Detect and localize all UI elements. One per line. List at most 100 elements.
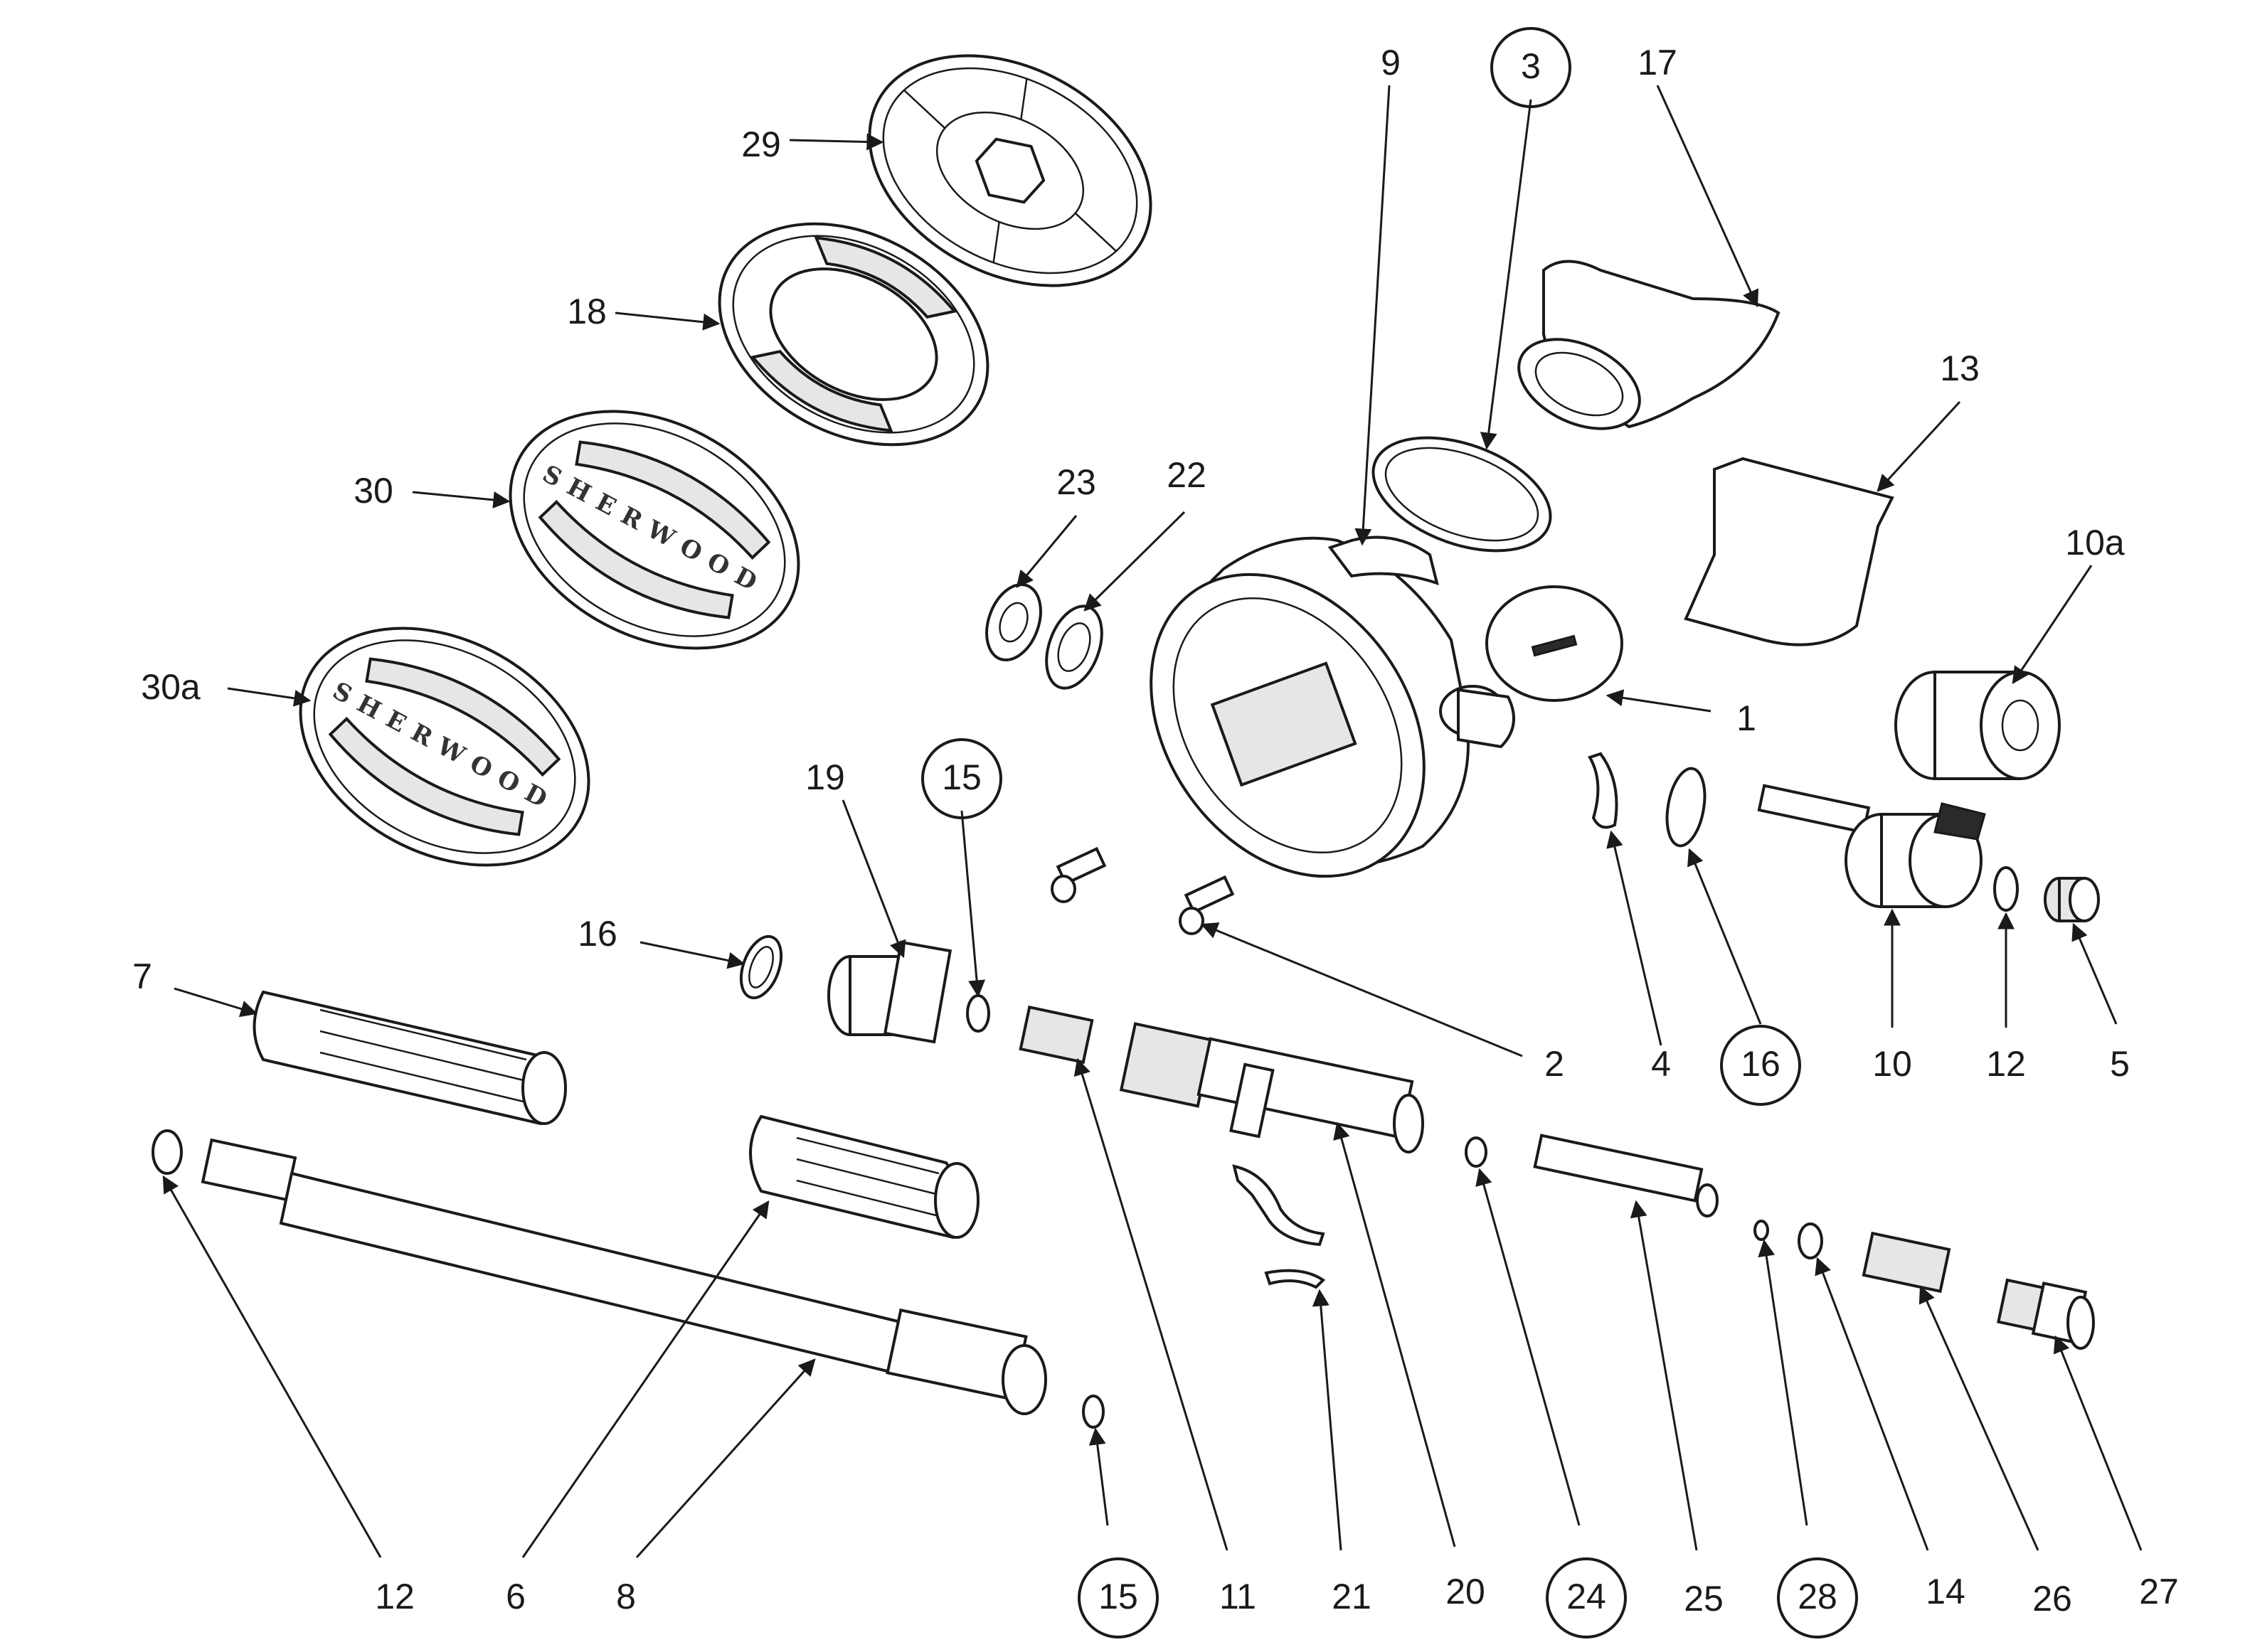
callout-28: 28 — [1777, 1557, 1858, 1638]
callout-19: 19 — [805, 757, 845, 797]
callout-label: 15 — [942, 757, 982, 797]
callout-5: 5 — [2110, 1044, 2130, 1084]
part-15-ring-lower — [1082, 1395, 1105, 1429]
part-19-sleeve — [827, 940, 952, 1044]
callout-label: 2 — [1544, 1044, 1564, 1084]
part-drawings: SHERWOOD SHERWOOD — [152, 54, 2100, 1429]
callout-label: 1 — [1736, 698, 1756, 738]
part-2-screw — [1051, 846, 1235, 935]
callout-label: 20 — [1445, 1572, 1485, 1611]
callout-label: 11 — [1219, 1577, 1256, 1616]
callout-label: 12 — [375, 1577, 415, 1616]
callout-label: 26 — [2032, 1579, 2072, 1619]
callout-1: 1 — [1736, 698, 1756, 738]
callout-13: 13 — [1940, 348, 1980, 388]
part-22-washer — [1045, 604, 1103, 690]
callout-10: 10 — [1872, 1044, 1912, 1084]
callout-16: 16 — [1720, 1025, 1801, 1106]
callout-24: 24 — [1546, 1557, 1627, 1638]
part-4-clip — [1588, 752, 1618, 829]
callout-4: 4 — [1651, 1044, 1671, 1084]
part-13-exhaust-deflector — [1684, 457, 1894, 646]
part-28-o-ring — [1753, 1220, 1769, 1241]
callout-label: 7 — [132, 956, 152, 996]
callout-label: 4 — [1651, 1044, 1671, 1084]
callout-9: 9 — [1381, 43, 1401, 82]
callout-23: 23 — [1056, 462, 1096, 502]
part-24-seat — [1465, 1136, 1487, 1168]
part-10a-adjuster-knob — [1894, 671, 2061, 780]
part-6-hose-protector — [749, 1114, 980, 1240]
callout-label: 10 — [1872, 1044, 1912, 1084]
callout-12: 12 — [1986, 1044, 2026, 1084]
callout-label: 15 — [1098, 1577, 1138, 1616]
callout-7: 7 — [132, 956, 152, 996]
callout-label: 30a — [141, 667, 201, 707]
callout-12: 12 — [375, 1577, 415, 1616]
callout-label: 24 — [1566, 1577, 1606, 1616]
part-20-inlet-tube — [1119, 1022, 1424, 1153]
callout-16: 16 — [578, 914, 617, 954]
callout-label: 14 — [1926, 1572, 1965, 1611]
part-12-o-ring-left — [152, 1129, 183, 1175]
callout-label: 17 — [1638, 43, 1677, 82]
part-16-o-ring-left — [739, 934, 783, 1000]
callout-label: 9 — [1381, 43, 1401, 82]
callout-label: 18 — [567, 292, 607, 331]
part-10-lever-assembly — [1757, 784, 1986, 908]
callout-label: 29 — [741, 124, 781, 164]
callout-30a: 30a — [141, 667, 201, 707]
part-11-spring — [1019, 1005, 1094, 1065]
callout-20: 20 — [1445, 1572, 1485, 1611]
callout-10a: 10a — [2065, 523, 2125, 563]
callout-label: 6 — [506, 1577, 526, 1616]
callout-label: 28 — [1798, 1577, 1837, 1616]
part-8-hose — [201, 1138, 1047, 1415]
callout-label: 13 — [1940, 348, 1980, 388]
callout-label: 21 — [1332, 1577, 1371, 1616]
part-30-face-plate: SHERWOOD — [509, 410, 800, 650]
callout-circle — [1777, 1557, 1858, 1638]
leader-lines — [162, 85, 2143, 1559]
callout-circle — [1720, 1025, 1801, 1106]
callout-25: 25 — [1684, 1579, 1724, 1619]
callout-label: 8 — [616, 1577, 636, 1616]
callout-26: 26 — [2032, 1579, 2072, 1619]
callout-3: 3 — [1490, 27, 1571, 108]
callout-label: 3 — [1521, 46, 1541, 86]
callout-17: 17 — [1638, 43, 1677, 82]
callout-22: 22 — [1167, 455, 1206, 495]
callout-label: 19 — [805, 757, 845, 797]
callout-label: 5 — [2110, 1044, 2130, 1084]
callout-label: 22 — [1167, 455, 1206, 495]
part-17-mouthpiece — [1517, 260, 1780, 430]
callout-8: 8 — [616, 1577, 636, 1616]
part-18-diaphragm — [718, 222, 989, 447]
callout-circle — [1078, 1557, 1159, 1638]
callout-label: 25 — [1684, 1579, 1724, 1619]
part-29-cover-ring — [868, 54, 1152, 287]
part-15-ring — [966, 994, 990, 1033]
callout-label: 16 — [1741, 1044, 1780, 1084]
callout-circle — [1490, 27, 1571, 108]
part-12-o-ring-small — [1993, 866, 2019, 912]
callout-14: 14 — [1926, 1572, 1965, 1611]
part-25-poppet — [1533, 1134, 1719, 1217]
part-23-nut — [985, 582, 1042, 662]
callout-29: 29 — [741, 124, 781, 164]
callout-21: 21 — [1332, 1577, 1371, 1616]
callout-label: 23 — [1056, 462, 1096, 502]
part-30a-face-plate: SHERWOOD — [299, 627, 590, 867]
callout-15: 15 — [921, 738, 1002, 819]
callout-label: 10a — [2065, 523, 2125, 563]
callout-27: 27 — [2139, 1572, 2179, 1611]
callout-11: 11 — [1219, 1577, 1256, 1616]
part-27-adjusting-screw — [1996, 1278, 2095, 1350]
callout-6: 6 — [506, 1577, 526, 1616]
callout-2: 2 — [1544, 1044, 1564, 1084]
part-21-clip — [1232, 1164, 1326, 1289]
part-5-plug — [2044, 877, 2100, 922]
callout-30: 30 — [354, 471, 393, 511]
